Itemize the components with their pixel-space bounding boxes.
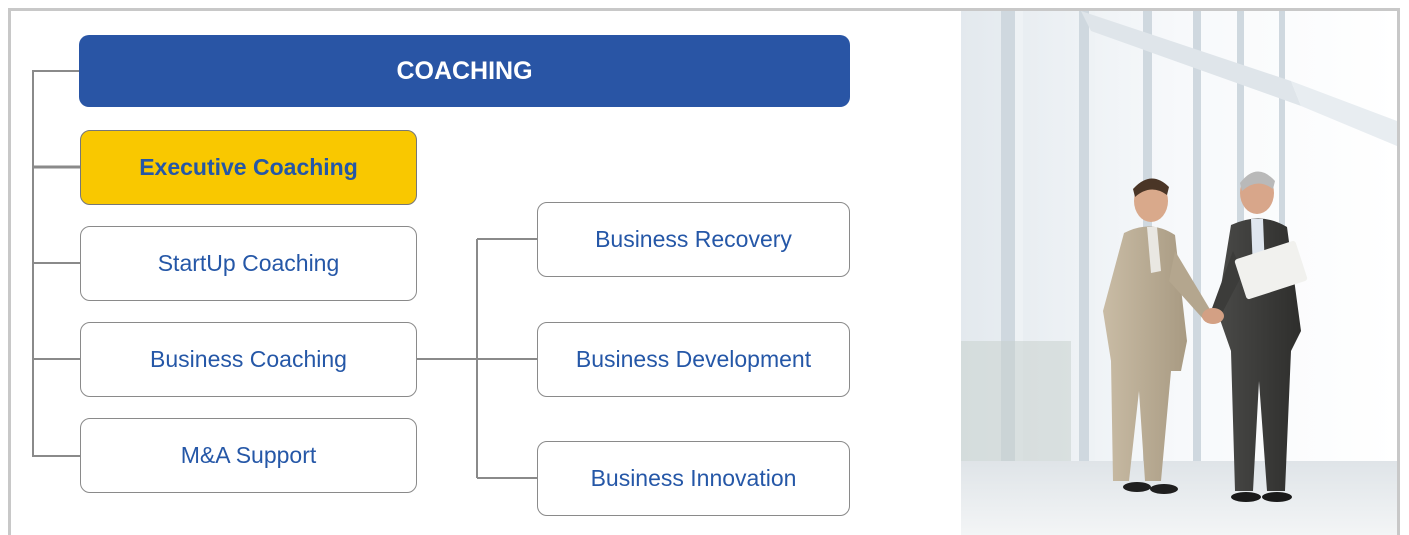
coaching-header-label: COACHING [396,56,533,85]
frame-right-border [1397,8,1400,535]
frame-top-border [8,8,1400,11]
business-recovery-box[interactable]: Business Recovery [537,202,850,277]
trunk-line [32,70,80,457]
frame-left-border [8,8,11,535]
two-businessmen-handshake-photo [961,11,1397,535]
business-innovation-box[interactable]: Business Innovation [537,441,850,516]
right-man-figure [1211,171,1308,502]
executive-coaching-label: Executive Coaching [139,154,358,180]
startup-coaching-box[interactable]: StartUp Coaching [80,226,417,301]
executive-coaching-box[interactable]: Executive Coaching [80,130,417,205]
business-development-label: Business Development [575,346,812,372]
coaching-header: COACHING [79,35,850,107]
left-man-figure [1103,178,1211,494]
business-coaching-label: Business Coaching [150,346,347,372]
business-recovery-label: Business Recovery [595,226,792,252]
business-development-box[interactable]: Business Development [537,322,850,397]
startup-coaching-label: StartUp Coaching [157,250,340,276]
ma-support-label: M&A Support [180,442,317,468]
business-innovation-label: Business Innovation [590,465,797,491]
business-coaching-box[interactable]: Business Coaching [80,322,417,397]
ma-support-box[interactable]: M&A Support [80,418,417,493]
